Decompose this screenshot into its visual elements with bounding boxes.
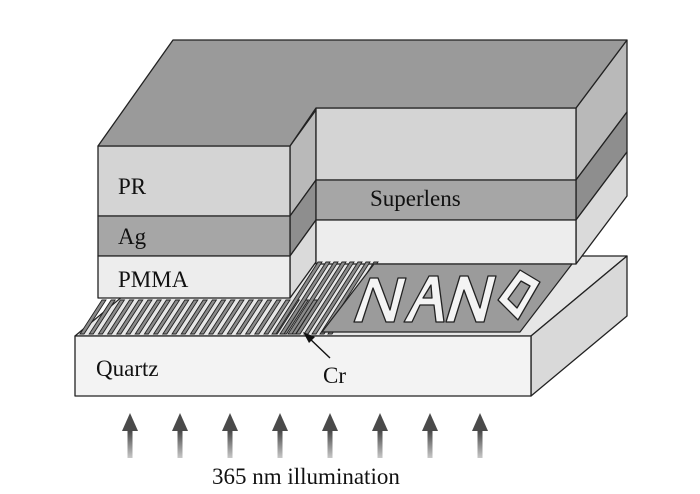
cr-grating-line [235,299,264,335]
cr-grating-line [106,299,135,335]
left-stack [97,109,317,299]
label-pr: PR [118,174,147,199]
nano-letter-a [403,275,445,323]
label-cr: Cr [323,363,346,388]
illumination-arrows [122,413,488,458]
cr-grating-line [189,299,218,335]
cr-grating-line [319,261,371,335]
cr-grating-line [88,299,117,335]
cr-grating-line [217,299,245,335]
stack-top-face [97,39,628,147]
cr-grating-line [311,261,363,335]
cr-grating-line [97,299,126,335]
label-pmma: PMMA [118,267,189,292]
cr-grating-line [171,299,199,335]
illumination-arrow [222,413,238,458]
label-illumination: 365 nm illumination [212,464,400,489]
label-superlens: Superlens [370,186,461,211]
cr-grating-line [180,299,209,335]
right-stack [315,39,628,265]
nano-letter-a-hole [422,284,433,299]
nano-letter-n1 [353,277,407,323]
cr-grating-line [253,299,282,335]
label-ag: Ag [118,224,147,249]
nano-letter-n2 [445,275,497,323]
illumination-arrow [322,413,338,458]
illumination-arrow [172,413,188,458]
illumination-arrow [272,413,288,458]
illumination-arrow [372,413,388,458]
cr-grating-line [207,299,236,335]
nano-letters [353,269,541,323]
right-pmma-front [315,219,577,265]
cr-grating-line [295,261,347,335]
cr-grating-line [287,261,339,335]
cr-grating-line [115,299,144,335]
cr-grating-line [152,299,181,335]
cr-grating [79,261,379,335]
right-pr-front [315,107,577,181]
cr-grating-line [226,299,255,335]
cr-grating-line [125,299,153,335]
cr-grating-line [263,299,291,335]
nano-pattern [321,263,573,333]
cr-grating-line [198,299,227,335]
cr-grating-line [134,299,163,335]
cr-grating-line [271,261,323,335]
illumination-arrow [122,413,138,458]
nano-letter-o-hole [507,280,531,309]
cr-grating-line [279,261,331,335]
illumination-arrow [422,413,438,458]
cr-pointer-arrow [303,332,331,359]
illumination-arrow [472,413,488,458]
layer-pmma-front [97,255,291,299]
cr-grating-line [244,299,273,335]
cr-grating-line [143,299,172,335]
cr-grating-line [161,299,190,335]
cr-grating-line [79,299,107,335]
quartz-front-face [74,335,532,397]
label-quartz: Quartz [96,356,159,381]
